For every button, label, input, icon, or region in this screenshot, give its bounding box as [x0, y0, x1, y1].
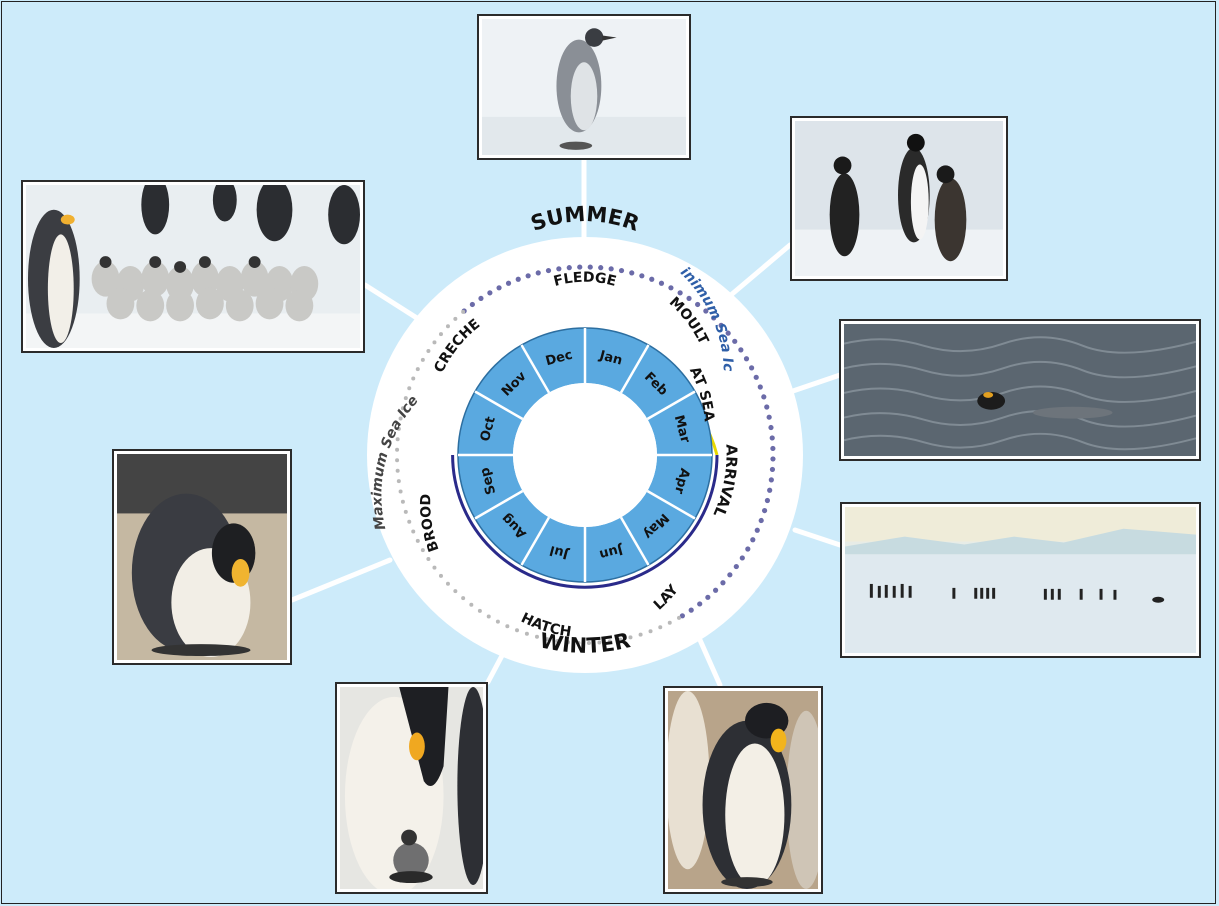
sea-ice-dot: [577, 264, 582, 269]
sea-ice-dot: [446, 324, 450, 328]
sea-ice-dot: [535, 635, 539, 639]
sea-ice-dot: [749, 365, 754, 370]
sea-ice-dot: [470, 302, 475, 307]
sea-ice-dot: [740, 555, 745, 560]
sea-ice-dot: [767, 488, 772, 493]
sea-ice-dot: [396, 469, 400, 473]
sea-ice-dot: [770, 467, 775, 472]
sea-ice-dot: [439, 574, 443, 578]
sea-ice-dot: [556, 266, 561, 271]
sea-ice-dot: [411, 529, 415, 533]
sea-ice-dot: [439, 332, 443, 336]
sea-ice-dot: [399, 490, 403, 494]
sea-ice-dot: [426, 557, 430, 561]
sea-ice-dot: [734, 564, 739, 569]
sea-ice-dot: [755, 528, 760, 533]
sea-ice-dot: [588, 264, 593, 269]
sea-ice-dot: [744, 356, 749, 361]
sea-ice-dot: [689, 608, 694, 613]
sea-ice-dot: [506, 281, 511, 286]
sea-ice-dot: [677, 616, 681, 620]
sea-ice-dot: [432, 340, 436, 344]
sea-ice-dot: [526, 273, 531, 278]
sea-ice-dot: [678, 290, 683, 295]
sea-ice-dot: [629, 270, 634, 275]
sea-ice-dot: [453, 589, 457, 593]
sea-ice-dot: [758, 384, 763, 389]
sea-ice-dot: [659, 281, 664, 286]
sea-ice-dot: [453, 317, 457, 321]
sea-ice-dot: [768, 425, 773, 430]
sea-ice-dot: [770, 435, 775, 440]
sea-ice-dot: [461, 596, 465, 600]
sea-ice-dot: [732, 339, 737, 344]
wheel-center: [513, 383, 657, 527]
sea-ice-dot: [727, 572, 732, 577]
sea-ice-dot: [446, 582, 450, 586]
sea-ice-dot: [395, 458, 399, 462]
sea-ice-dot: [536, 270, 541, 275]
sea-ice-dot: [469, 603, 473, 607]
sea-ice-dot: [649, 277, 654, 282]
sea-ice-dot: [407, 386, 411, 390]
sea-ice-dot: [478, 609, 482, 613]
sea-ice-dot: [421, 548, 425, 552]
sea-ice-dot: [639, 633, 643, 637]
sea-ice-dot: [770, 446, 775, 451]
sea-ice-dot: [713, 588, 718, 593]
sea-ice-dot: [395, 448, 399, 452]
sea-ice-dot: [421, 358, 425, 362]
sea-ice-dot: [705, 595, 710, 600]
sea-ice-dot: [750, 537, 755, 542]
sea-ice-dot: [720, 580, 725, 585]
sea-ice-dot: [639, 273, 644, 278]
sea-ice-dot: [515, 628, 519, 632]
sea-ice-dot: [407, 520, 411, 524]
sea-ice-dot: [516, 277, 521, 282]
sea-ice-dot: [487, 614, 491, 618]
sea-ice-dot: [496, 285, 501, 290]
sea-ice-dot: [609, 266, 614, 271]
sea-ice-dot: [765, 498, 770, 503]
sea-ice-dot: [761, 394, 766, 399]
sea-ice-dot: [759, 518, 764, 523]
sea-ice-dot: [697, 601, 702, 606]
sea-ice-dot: [649, 629, 653, 633]
sea-ice-dot: [767, 415, 772, 420]
sea-ice-dot: [432, 566, 436, 570]
sea-ice-dot: [769, 477, 774, 482]
sea-ice-dot: [764, 404, 769, 409]
sea-ice-dot: [738, 347, 743, 352]
sea-ice-dot: [745, 546, 750, 551]
sea-ice-dot: [668, 285, 673, 290]
sea-ice-dot: [487, 290, 492, 295]
sea-ice-dot: [668, 621, 672, 625]
sea-ice-dot: [686, 296, 691, 301]
sea-ice-dot: [496, 620, 500, 624]
sea-ice-dot: [770, 456, 775, 461]
sea-ice-dot: [754, 375, 759, 380]
sea-ice-dot: [461, 310, 465, 314]
sea-ice-dot: [619, 268, 624, 273]
sea-ice-dot: [658, 625, 662, 629]
sea-ice-dot: [598, 265, 603, 270]
sea-ice-dot: [397, 479, 401, 483]
sea-ice-dot: [478, 296, 483, 301]
sea-ice-dot: [426, 349, 430, 353]
sea-ice-dot: [567, 265, 572, 270]
sea-ice-dot: [546, 268, 551, 273]
sea-ice-dot: [401, 500, 405, 504]
sea-ice-dot: [416, 367, 420, 371]
sea-ice-dot: [416, 539, 420, 543]
sea-ice-dot: [411, 377, 415, 381]
sea-ice-dot: [525, 632, 529, 636]
sea-ice-dot: [404, 510, 408, 514]
season-summer-label: SUMMER: [528, 202, 643, 236]
sea-ice-dot: [762, 508, 767, 513]
sea-ice-dot: [505, 624, 509, 628]
